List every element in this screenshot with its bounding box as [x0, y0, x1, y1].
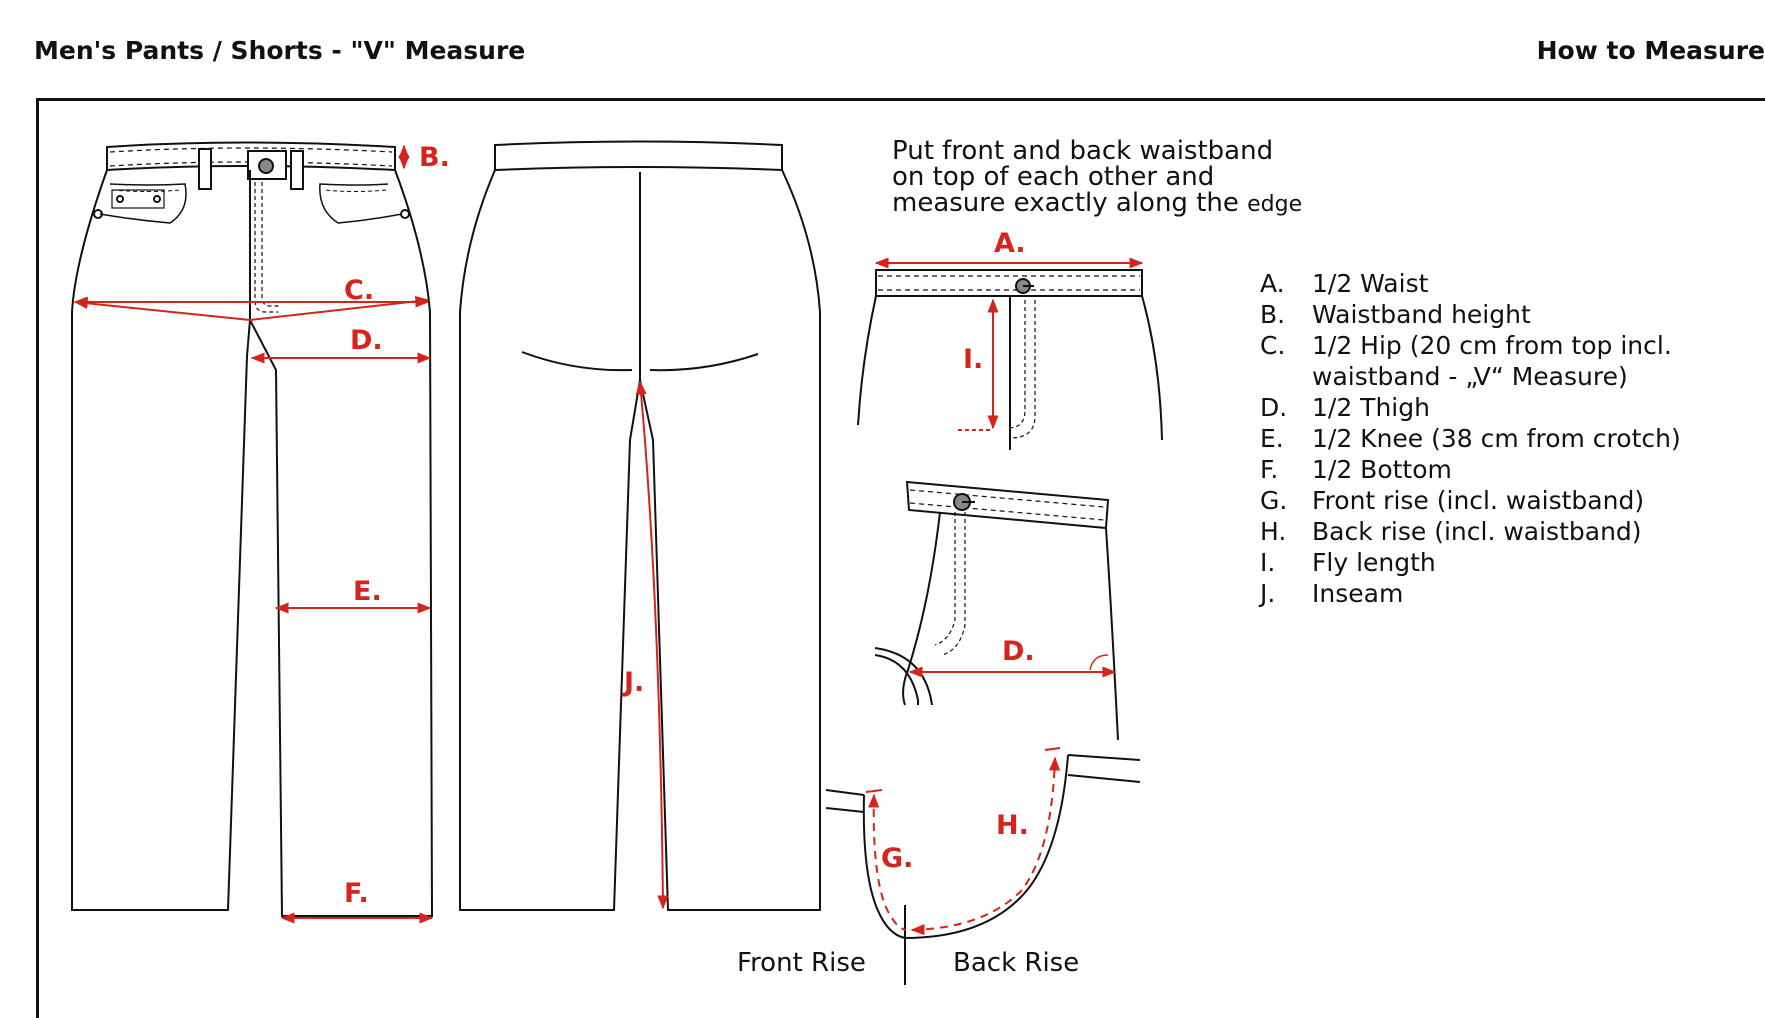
arrow-c-v	[73, 295, 430, 322]
legend-item-continued: waistband - „V“ Measure)	[1312, 362, 1628, 391]
label-d2: D.	[1002, 636, 1035, 667]
label-j: J.	[622, 667, 644, 698]
measurement-arrows	[73, 144, 1144, 936]
arrow-g	[868, 793, 907, 931]
label-c: C.	[344, 275, 374, 306]
legend-item: A.1/2 Waist	[1260, 269, 1429, 298]
back-rise-caption: Back Rise	[953, 948, 1079, 978]
legend-item: E.1/2 Knee (38 cm from crotch)	[1260, 424, 1681, 453]
label-f: F.	[344, 878, 369, 909]
label-d: D.	[350, 325, 383, 356]
label-i: I.	[963, 344, 983, 375]
diagram-frame	[36, 98, 1765, 1018]
arrow-h	[910, 756, 1061, 936]
legend-item: J.Inseam	[1260, 579, 1404, 608]
legend-item: G.Front rise (incl. waistband)	[1260, 486, 1645, 515]
legend-item: D.1/2 Thigh	[1260, 393, 1430, 422]
label-b: B.	[419, 142, 450, 173]
thigh-detail-drawing	[874, 480, 1119, 741]
label-e: E.	[353, 576, 382, 607]
front-rise-caption: Front Rise	[737, 948, 866, 978]
label-h: H.	[996, 810, 1029, 841]
legend-item: C.1/2 Hip (20 cm from top incl.	[1260, 331, 1672, 360]
front-pants-drawing	[71, 141, 434, 917]
legend-item: I.Fly length	[1260, 548, 1436, 577]
legend-item: B.Waistband height	[1260, 300, 1531, 329]
waist-detail-drawing	[857, 269, 1163, 450]
label-a: A.	[994, 228, 1026, 259]
arrow-j	[635, 380, 669, 910]
back-pants-drawing	[459, 140, 821, 911]
page-title: Men's Pants / Shorts - "V" Measure	[34, 36, 526, 65]
label-g: G.	[881, 843, 913, 874]
how-to-measure-title: How to Measure	[1536, 36, 1765, 65]
measuring-note: Put front and back waistband on top of e…	[892, 136, 1303, 218]
legend-item: F.1/2 Bottom	[1260, 455, 1452, 484]
legend-item: H.Back rise (incl. waistband)	[1260, 517, 1642, 546]
measurement-legend: A.1/2 Waist B.Waistband height C.1/2 Hip…	[1260, 268, 1681, 609]
